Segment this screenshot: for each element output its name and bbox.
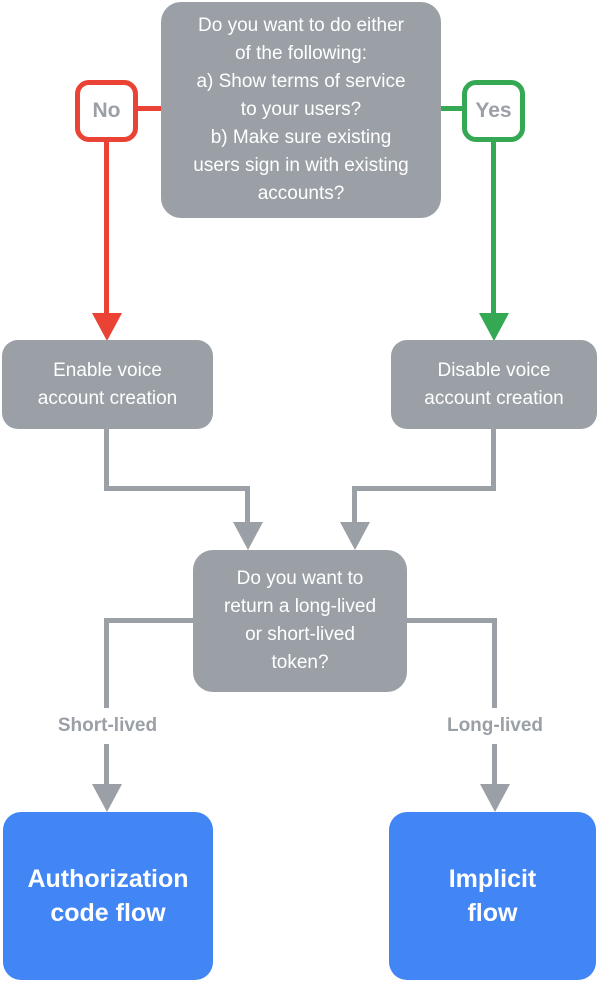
yes-branch-line [491,138,496,314]
disable-elbow-line [353,486,496,491]
enable-elbow-line [104,486,250,491]
disable-in-line [352,486,357,523]
yes-branch-arrowhead-icon [479,313,509,341]
no-branch-arrowhead-icon [92,313,122,341]
long-lived-branch-line [492,618,497,785]
disable-voice-node: Disable voice account creation [391,340,597,429]
short-lived-label: Short-lived [23,708,192,744]
token-question-node: Do you want to return a long-lived or sh… [193,550,407,692]
no-branch-line [104,138,109,314]
no-badge: No [75,80,138,142]
implicit-flow-node: Implicit flow [389,812,596,980]
authorization-code-flow-node: Authorization code flow [3,812,213,980]
top-question-node: Do you want to do either of the followin… [161,2,441,218]
question-to-yes-connector-line [441,106,462,111]
long-lived-exit-line [407,618,495,623]
enable-arrowhead-icon [233,522,263,550]
enable-out-line [104,428,109,491]
no-to-question-connector-line [138,106,161,111]
short-lived-arrowhead-icon [92,784,122,812]
long-lived-arrowhead-icon [480,784,510,812]
short-lived-exit-line [105,618,193,623]
enable-in-line [245,486,250,523]
disable-arrowhead-icon [340,522,370,550]
short-lived-branch-line [104,618,109,785]
disable-out-line [491,428,496,491]
yes-badge: Yes [462,80,525,142]
long-lived-label: Long-lived [410,708,580,744]
enable-voice-node: Enable voice account creation [2,340,213,429]
